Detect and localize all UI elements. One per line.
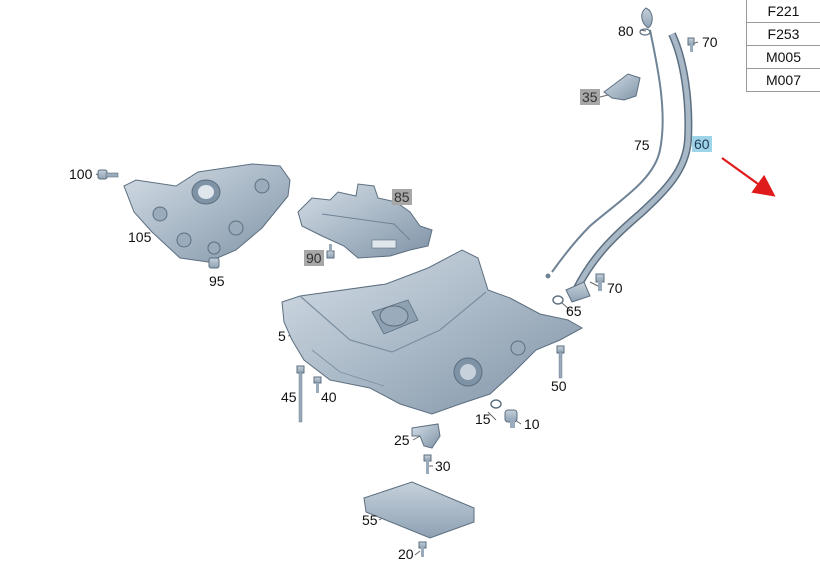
bolt-20 (419, 542, 426, 557)
model-code-cell: M005 (747, 46, 820, 69)
callout-85[interactable]: 85 (392, 189, 412, 205)
callout-5[interactable]: 5 (278, 328, 286, 344)
bracket-25 (412, 424, 440, 448)
callout-50[interactable]: 50 (551, 378, 567, 394)
callout-30[interactable]: 30 (435, 458, 451, 474)
model-code-cell: M007 (747, 69, 820, 92)
o-ring-80 (640, 29, 650, 35)
callout-15[interactable]: 15 (475, 411, 491, 427)
bolt-45 (297, 366, 304, 422)
callout-70-top[interactable]: 70 (702, 34, 718, 50)
callout-60[interactable]: 60 (692, 136, 712, 152)
callout-55[interactable]: 55 (362, 512, 378, 528)
bolt-30 (424, 455, 431, 474)
callout-70-bottom[interactable]: 70 (607, 280, 623, 296)
bolt-40 (314, 377, 321, 393)
callout-40[interactable]: 40 (321, 389, 337, 405)
callout-80[interactable]: 80 (618, 23, 634, 39)
bolt-100 (98, 170, 118, 179)
callout-90[interactable]: 90 (304, 250, 324, 266)
nut-95 (209, 258, 219, 268)
callout-10[interactable]: 10 (524, 416, 540, 432)
callout-20[interactable]: 20 (398, 546, 414, 562)
model-code-table: F221 F253 M005 M007 (746, 0, 820, 92)
callout-100[interactable]: 100 (69, 166, 92, 182)
bolt-70-bottom (596, 274, 604, 291)
bolt-70-top (688, 38, 694, 52)
seal-ring-15 (491, 400, 501, 408)
callout-105[interactable]: 105 (128, 229, 151, 245)
drain-plug-10 (505, 410, 517, 428)
pointer-arrow (722, 158, 772, 194)
callout-45[interactable]: 45 (281, 389, 297, 405)
bolt-50 (557, 346, 564, 378)
engine-mount-bracket (124, 164, 290, 262)
seal-65 (553, 296, 563, 304)
callout-25[interactable]: 25 (394, 432, 410, 448)
callout-75[interactable]: 75 (634, 137, 650, 153)
bracket-35 (604, 74, 640, 100)
callout-35[interactable]: 35 (580, 89, 600, 105)
model-code-cell: F221 (747, 0, 820, 23)
callout-95[interactable]: 95 (209, 273, 225, 289)
callout-65[interactable]: 65 (566, 303, 582, 319)
bolt-90 (327, 244, 334, 258)
cover-plate-55 (364, 482, 474, 538)
oil-baffle (298, 184, 432, 258)
model-code-cell: F253 (747, 23, 820, 46)
